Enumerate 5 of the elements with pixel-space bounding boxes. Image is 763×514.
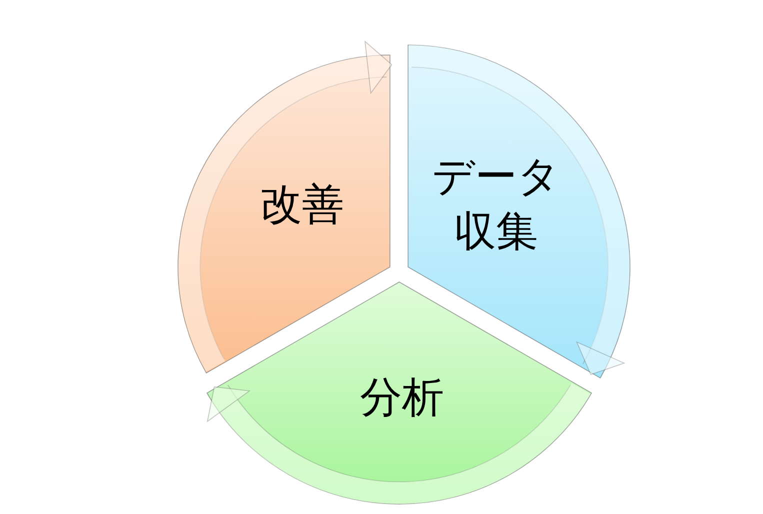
segment-label: 改善 — [260, 178, 344, 231]
cycle-segment — [206, 281, 592, 505]
segment-label: データ収集 — [430, 150, 561, 257]
cycle-arrow — [208, 382, 590, 504]
segment-label: 分析 — [360, 372, 444, 424]
